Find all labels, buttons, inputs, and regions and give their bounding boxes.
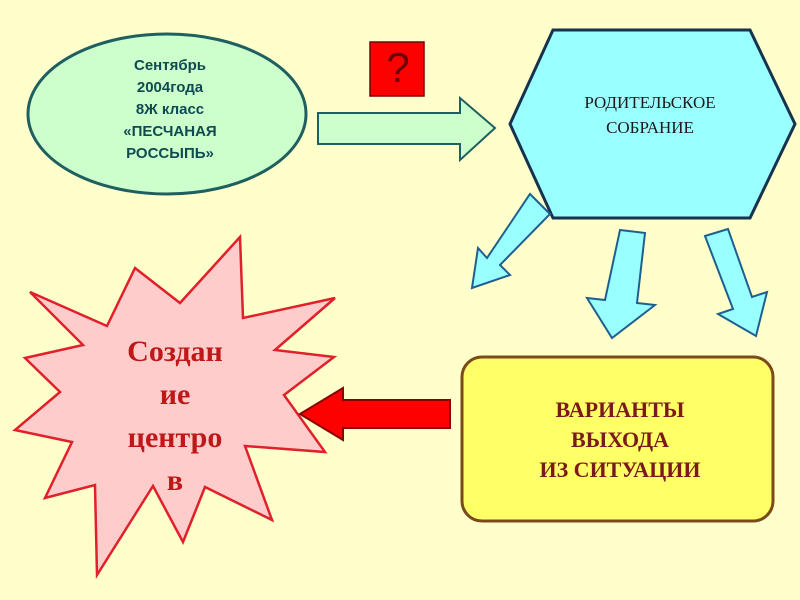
- oval-node: [26, 32, 308, 196]
- arrow-meeting-to-left: [470, 192, 552, 290]
- variants-line-1: ВАРИАНТЫ: [555, 397, 685, 422]
- starburst-line-4: в: [166, 464, 184, 497]
- starburst-label: Создан ие центро в: [85, 330, 265, 502]
- oval-line-2: 2004года: [136, 79, 204, 96]
- meeting-line-1: РОДИТЕЛЬСКОЕ: [584, 93, 716, 112]
- meeting-label: РОДИТЕЛЬСКОЕ СОБРАНИЕ: [540, 90, 760, 140]
- starburst-line-3: центро: [127, 421, 223, 454]
- arrow-variants-to-center: [298, 386, 451, 442]
- hexagon-node: [508, 28, 797, 220]
- arrow-oval-to-meeting: [317, 95, 497, 163]
- starburst-line-2: ие: [159, 378, 191, 411]
- oval-line-4: «ПЕСЧАНАЯ: [123, 123, 217, 140]
- variants-label: ВАРИАНТЫ ВЫХОДА ИЗ СИТУАЦИИ: [470, 395, 770, 485]
- question-box: [369, 41, 425, 97]
- meeting-line-2: СОБРАНИЕ: [606, 118, 694, 137]
- variants-line-3: ИЗ СИТУАЦИИ: [539, 457, 701, 482]
- arrow-meeting-to-variants-mid: [585, 228, 658, 340]
- variants-node: [460, 355, 775, 523]
- oval-line-3: 8Ж класс: [135, 101, 205, 118]
- variants-line-2: ВЫХОДА: [570, 427, 670, 452]
- oval-label: Сентябрь 2004года 8Ж класс «ПЕСЧАНАЯ РОС…: [60, 55, 280, 165]
- oval-line-5: РОССЫПЬ»: [126, 145, 214, 162]
- oval-line-1: Сентябрь: [134, 57, 206, 74]
- starburst-line-1: Создан: [127, 335, 223, 368]
- arrow-meeting-to-variants-right: [703, 227, 769, 338]
- starburst-shape: [12, 233, 338, 580]
- question-mark: ?: [386, 44, 410, 91]
